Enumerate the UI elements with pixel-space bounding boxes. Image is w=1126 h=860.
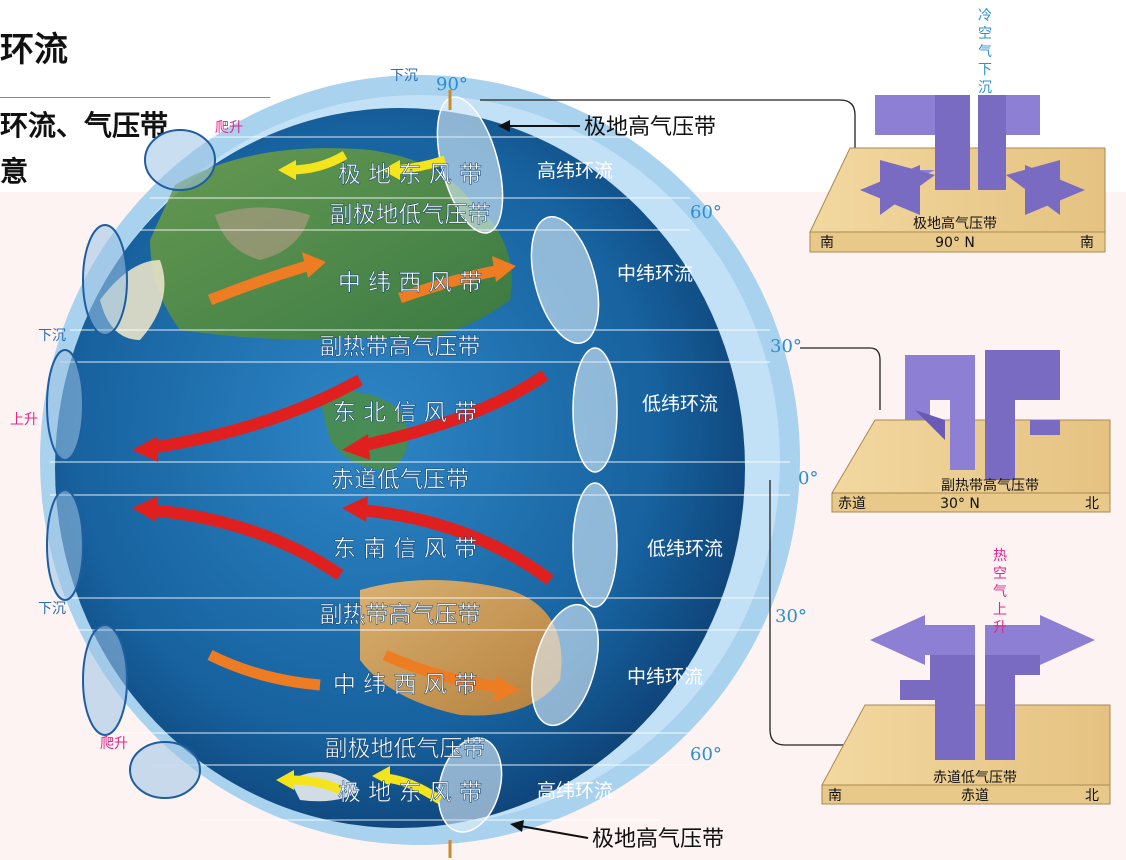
inset3-vlabel-4: 升: [993, 620, 1007, 636]
lat-60-n: 60°: [690, 202, 722, 223]
inset1-right: 南: [1080, 235, 1094, 251]
band-label-polar-easterlies-n: 极 地 东 风 带: [338, 162, 482, 188]
inset-subtropical-high: 副热带高气压带 赤道 30° N 北: [831, 350, 1111, 513]
inset2-center: 副热带高气压带: [941, 477, 1039, 494]
sinking-label-1: 下沉: [38, 328, 66, 344]
inset1-vlabel-0: 冷: [978, 8, 992, 24]
climb-label-top: 爬升: [215, 120, 243, 136]
cell-label-high-lat-s: 高纬环流: [537, 780, 613, 802]
inset-connectors: [480, 99, 881, 746]
cell-label-low-lat-n: 低纬环流: [642, 393, 718, 415]
page-title: 环流: [0, 30, 68, 70]
band-label-westerlies-s: 中 纬 西 风 带: [333, 672, 477, 698]
cell-label-mid-lat-s: 中纬环流: [627, 666, 703, 688]
band-label-equatorial-low: 赤道低气压带: [331, 467, 469, 493]
lat-0: 0°: [798, 468, 818, 489]
lat-60-s: 60°: [690, 744, 722, 765]
inset2-right: 北: [1085, 496, 1099, 512]
inset-polar-high: 极地高气压带 南 90° N 南 冷 空 气 下 沉: [809, 8, 1106, 253]
lat-30-n: 30°: [770, 336, 802, 357]
inset3-vlabel-0: 热: [993, 548, 1007, 564]
divider: [0, 97, 270, 98]
subtitle-line-2: 意: [0, 155, 29, 188]
latitude-lines: [50, 136, 790, 821]
band-label-subtropical-high-s: 副热带高气压带: [320, 602, 481, 628]
subtitle-line-1: 环流、气压带: [0, 109, 169, 142]
inset1-center: 极地高气压带: [913, 215, 997, 232]
inset3-vlabel-1: 空: [993, 566, 1007, 582]
polar-high-label-bottom: 极地高气压带: [592, 827, 724, 852]
australia-land: [360, 580, 562, 716]
inset3-mid: 赤道: [961, 788, 989, 804]
inset3-vlabel-2: 气: [993, 584, 1007, 600]
band-label-subtropical-high-n: 副热带高气压带: [320, 334, 481, 360]
sinking-label-top: 下沉: [390, 68, 418, 84]
polar-high-label-top: 极地高气压带: [584, 115, 716, 140]
inset3-right: 北: [1085, 788, 1099, 804]
inset3-center: 赤道低气压带: [933, 770, 1017, 786]
inset1-vlabel-2: 气: [978, 44, 992, 60]
cell-label-high-lat-n: 高纬环流: [537, 160, 613, 182]
inset1-vlabel-1: 空: [978, 26, 992, 42]
lat-30-s: 30°: [775, 606, 807, 627]
lat-90: 90°: [436, 74, 468, 95]
band-label-subpolar-low-n: 副极地低气压带: [330, 202, 491, 228]
inset3-vlabel-3: 上: [993, 602, 1007, 618]
band-label-se-trades: 东 南 信 风 带: [333, 536, 477, 562]
cell-label-mid-lat-n: 中纬环流: [617, 263, 693, 285]
cell-label-low-lat-s: 低纬环流: [647, 538, 723, 560]
inset1-mid: 90° N: [935, 235, 975, 251]
inset3-left: 南: [828, 788, 842, 804]
band-label-subpolar-low-s: 副极地低气压带: [325, 736, 486, 762]
wind-arrows: [132, 151, 554, 804]
circulation-cells-right: [436, 96, 618, 833]
band-label-westerlies-n: 中 纬 西 风 带: [338, 270, 482, 296]
band-label-polar-easterlies-s: 极 地 东 风 带: [338, 780, 482, 806]
circulation-cells-left: [46, 129, 216, 799]
inset-equatorial-low: 赤道低气压带 南 赤道 北 热 空 气 上 升: [821, 548, 1111, 805]
rising-label: 上升: [10, 412, 38, 428]
inset1-vlabel-4: 沉: [978, 80, 992, 96]
sinking-label-2: 下沉: [38, 601, 66, 617]
inset2-left: 赤道: [838, 496, 866, 512]
band-label-ne-trades: 东 北 信 风 带: [333, 400, 477, 426]
inset1-left: 南: [820, 235, 834, 251]
inset1-vlabel-3: 下: [978, 62, 992, 78]
inset2-mid: 30° N: [940, 496, 980, 512]
climb-label-bottom: 爬升: [100, 736, 128, 752]
